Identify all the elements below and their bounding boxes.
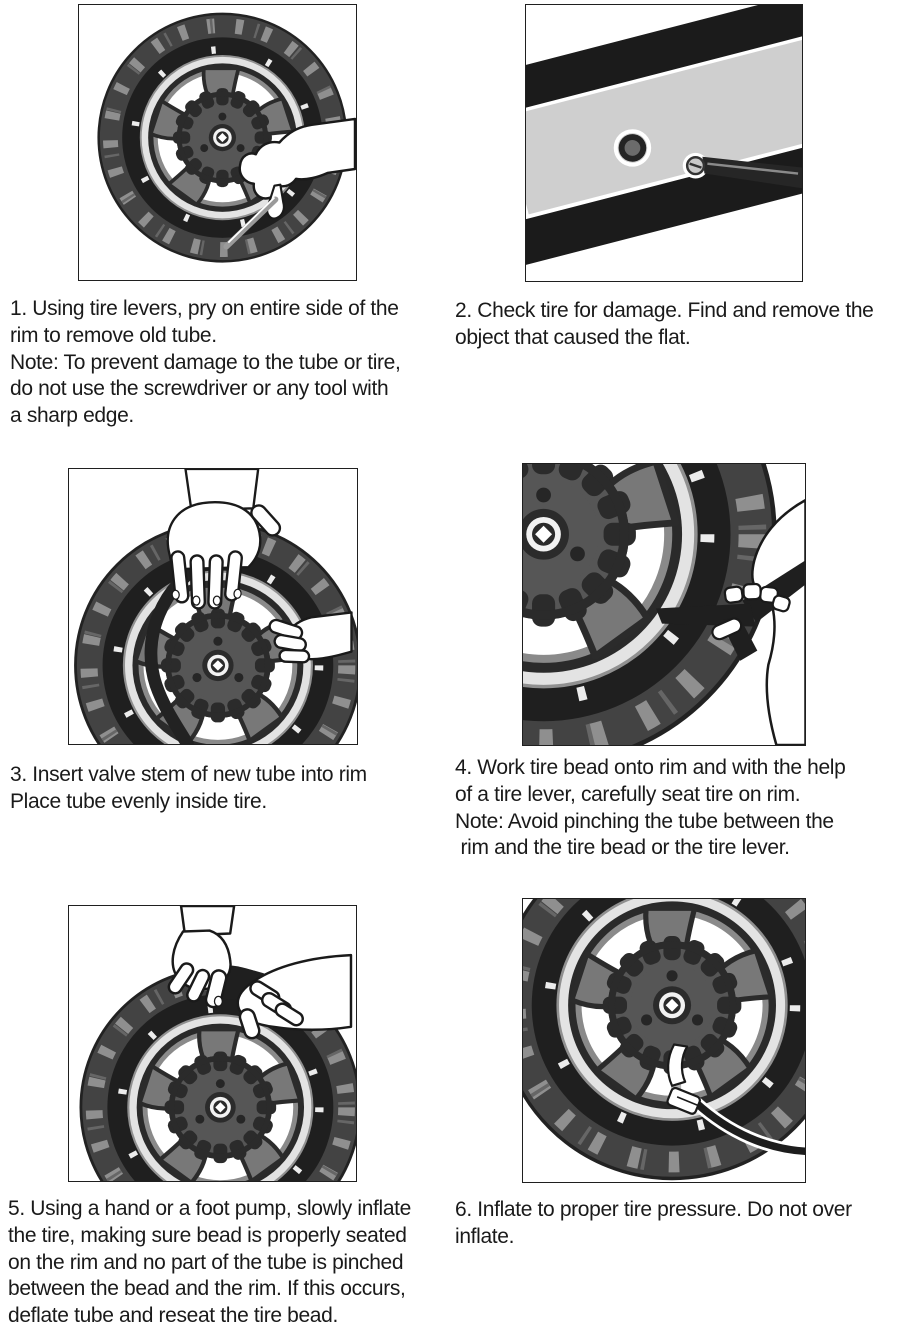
step-6-caption: 6. Inflate to proper tire pressure. Do n…: [455, 1198, 852, 1248]
step-4-caption: 4. Work tire bead onto rim and with the …: [455, 756, 846, 860]
top-hand-illustration: [166, 469, 282, 610]
step-6-figure: [523, 899, 805, 1182]
gripping-fingers-illustration: [711, 582, 791, 641]
step-3-figure-panel: [68, 468, 358, 745]
step-2-caption: 2. Check tire for damage. Find and remov…: [455, 299, 874, 349]
pump-hose-illustration: [691, 1098, 805, 1158]
step-3-caption: 3. Insert valve stem of new tube into ri…: [10, 763, 367, 813]
right-arm-illustration: [236, 953, 353, 1040]
step-2-figure-panel: [525, 4, 803, 282]
rim-cross-section-illustration: [526, 5, 802, 265]
step-1-figure-panel: [78, 4, 357, 281]
valve-hole-halo: [613, 129, 652, 167]
step-6-figure-panel: [522, 898, 806, 1183]
top-hand-illustration: [167, 906, 236, 1009]
right-hand-illustration: [268, 611, 353, 664]
step-5-caption: 5. Using a hand or a foot pump, slowly i…: [8, 1197, 411, 1323]
step-5-figure: [69, 906, 356, 1181]
step-4-figure: [523, 464, 805, 745]
tire-lever-tool: [223, 196, 279, 250]
step-1-caption: 1. Using tire levers, pry on entire side…: [10, 297, 401, 428]
step-4-figure-panel: [522, 463, 806, 746]
pump-chuck-illustration: [666, 1043, 705, 1115]
step-3-figure: [69, 469, 357, 744]
step-5-figure-panel: [68, 905, 357, 1182]
step-1-figure: [79, 5, 356, 280]
hand-with-tire-lever-illustration: [223, 117, 356, 250]
step-2-figure: [526, 5, 802, 265]
